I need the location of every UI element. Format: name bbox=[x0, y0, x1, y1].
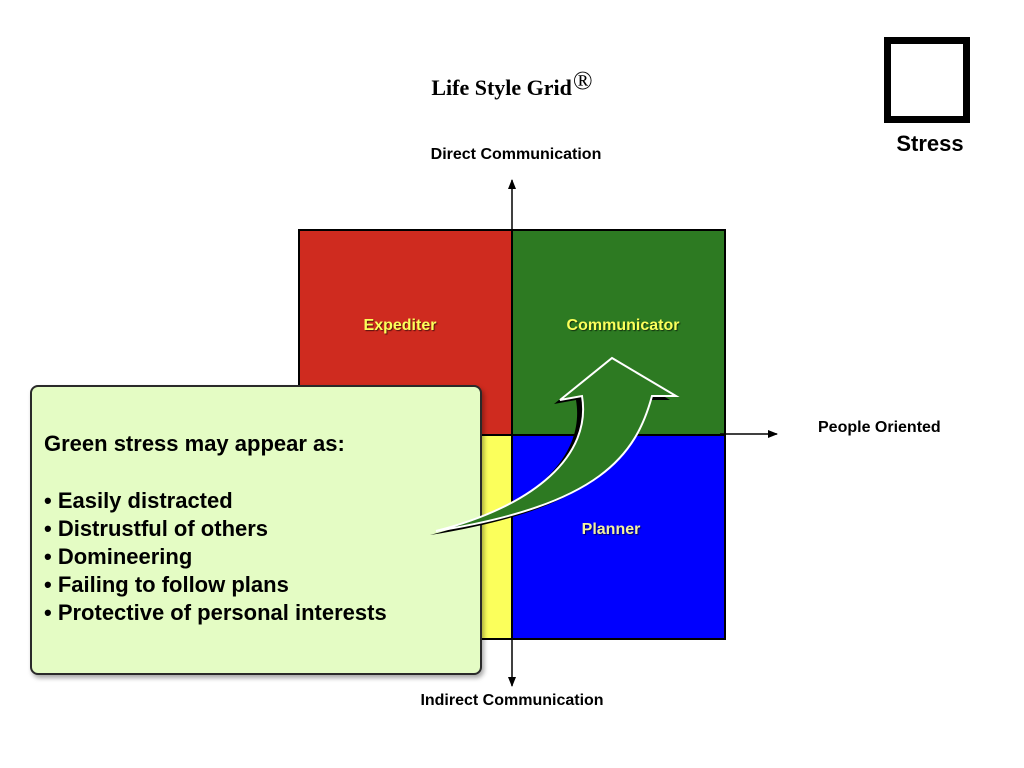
stress-callout-box: Green stress may appear as: • Easily dis… bbox=[30, 385, 482, 675]
axis-label-right: People Oriented bbox=[818, 419, 941, 436]
quadrant-label-expediter: Expediter bbox=[363, 317, 437, 334]
quadrant-label-planner: Planner bbox=[581, 521, 641, 538]
page-title: Life Style Grid® bbox=[0, 66, 1024, 101]
axis-label-bottom: Indirect Communication bbox=[420, 692, 604, 709]
title-text: Life Style Grid bbox=[431, 75, 572, 100]
stress-square-icon bbox=[884, 37, 970, 123]
registered-mark: ® bbox=[572, 66, 593, 95]
quadrant-label-communicator: Communicator bbox=[566, 317, 680, 334]
callout-item: • Failing to follow plans bbox=[44, 572, 289, 597]
callout-list: • Easily distracted • Distrustful of oth… bbox=[44, 487, 480, 627]
callout-heading: Green stress may appear as: bbox=[44, 431, 345, 456]
quadrant-planner bbox=[511, 434, 726, 640]
callout-item: • Easily distracted bbox=[44, 488, 233, 513]
axis-label-top: Direct Communication bbox=[430, 146, 602, 163]
stress-label: Stress bbox=[896, 131, 964, 156]
callout-item: • Distrustful of others bbox=[44, 516, 269, 541]
callout-item: • Protective of personal interests bbox=[44, 600, 387, 625]
callout-item: • Domineering bbox=[44, 544, 193, 569]
